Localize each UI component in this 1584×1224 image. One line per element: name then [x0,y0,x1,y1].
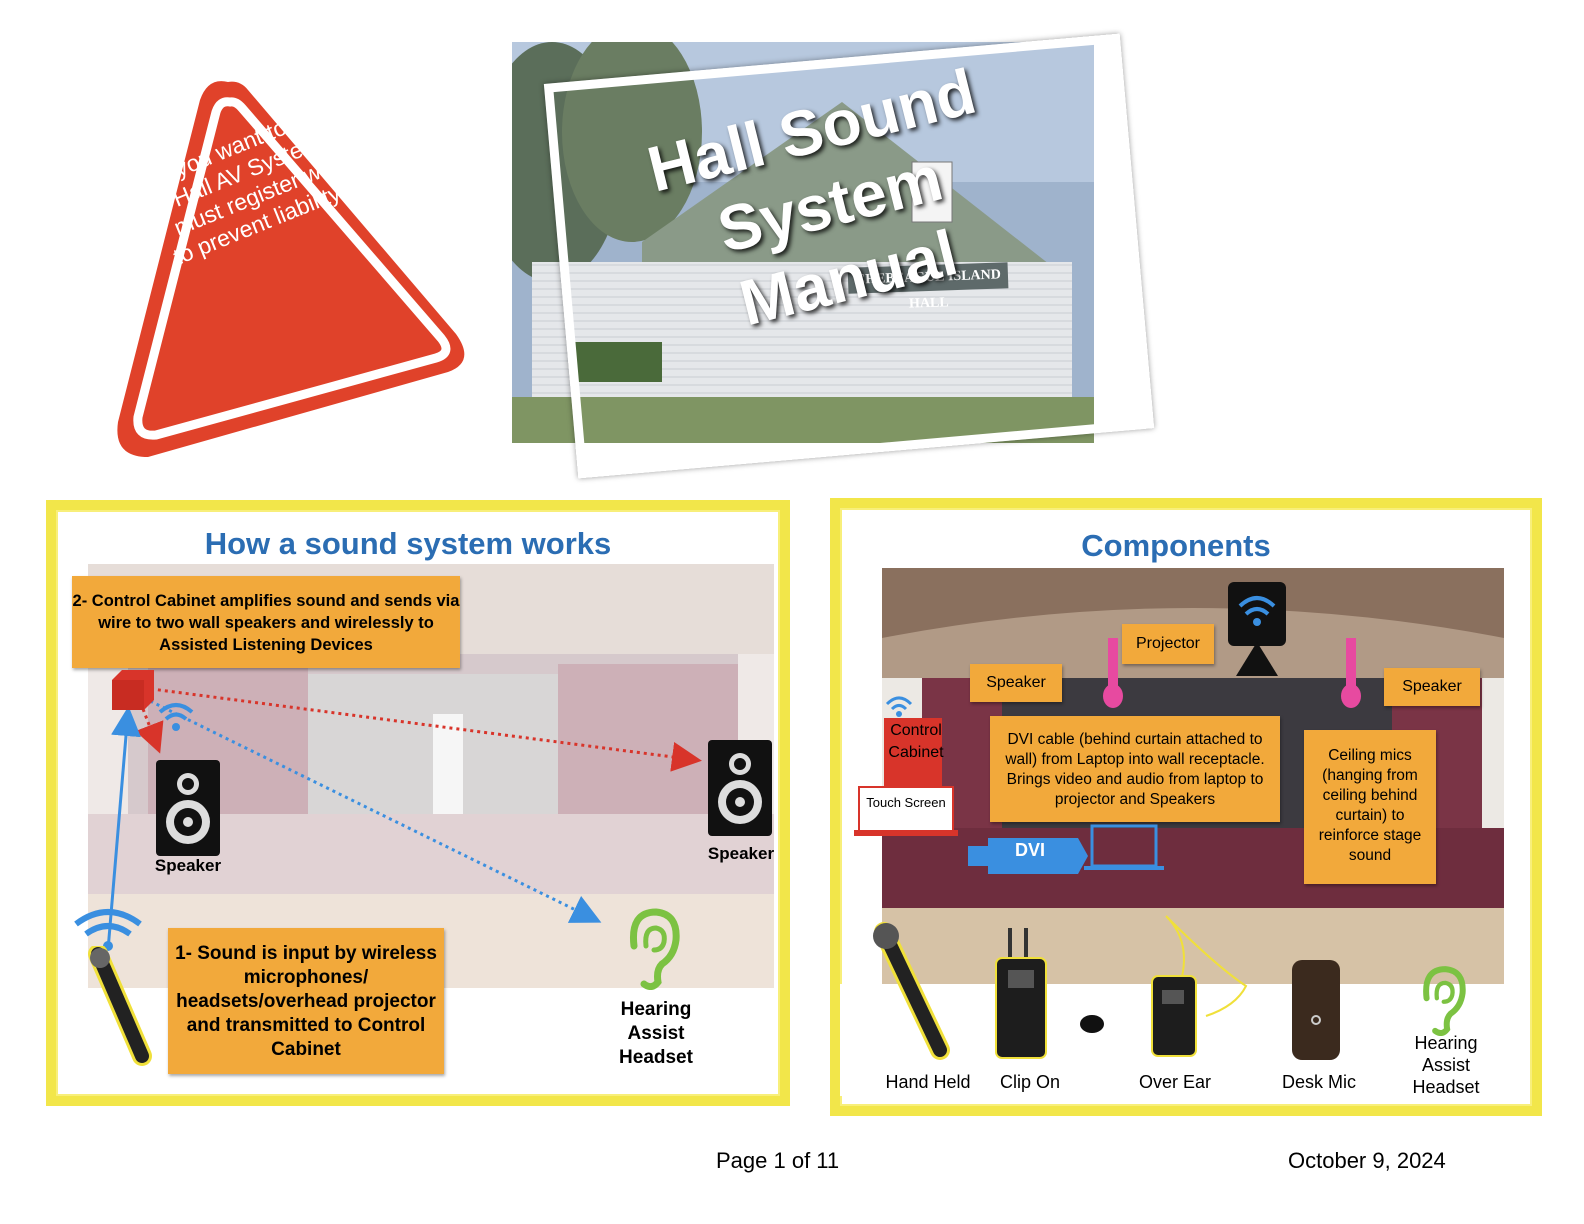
dvi-cable-note: DVI cable (behind curtain attached to wa… [990,716,1280,822]
mic-label-hand-held: Hand Held [885,1072,971,1092]
control-cabinet-icon [112,670,154,710]
warning-triangle-icon [117,81,465,457]
mic-label-clip-on: Clip On [999,1072,1061,1092]
projector-icon [1228,582,1286,676]
wifi-icon [885,696,913,717]
document-date: October 9, 2024 [1288,1148,1446,1173]
speaker-label-left: Speaker [970,664,1062,702]
dvi-connector-icon [968,838,1088,874]
control-cabinet-icon [884,718,942,786]
desk-mic-icon [1292,960,1340,1060]
ear-icon [1423,966,1466,1036]
dvi-label: DVI [1014,840,1045,860]
speaker-label-left: Speaker [154,856,222,875]
hall-photo [512,42,1094,443]
projector-label: Projector [1122,624,1214,664]
ceiling-mic-icon [1103,638,1123,708]
page-number: Page 1 of 11 [716,1148,840,1173]
mic-label-over-ear: Over Ear [1138,1072,1212,1092]
components-panel: Components Projector Speaker Speaker Con… [830,498,1542,1116]
speaker-icon [708,740,772,836]
ear-icon [629,908,680,990]
over-ear-mic-icon [1151,915,1248,1057]
speaker-label-right: Speaker [707,844,775,863]
clip-on-mic-icon [995,928,1104,1059]
step-2-note: 2- Control Cabinet amplifies sound and s… [72,576,460,668]
hearing-assist-label: Hearing Assist Headset [1412,1033,1480,1097]
handheld-mic-icon [873,922,950,1060]
mic-label-desk-mic: Desk Mic [1281,1072,1356,1092]
wifi-icon [158,703,194,731]
handheld-mic-icon [88,946,152,1066]
how-it-works-panel: How a sound system works 2- Control Cabi… [46,500,790,1106]
ceiling-mic-icon [1341,638,1361,708]
touch-screen-base [854,830,958,836]
laptop-icon [1084,824,1164,870]
touch-screen-label: Touch Screen [858,786,954,832]
panel-title: How a sound system works [204,526,612,561]
speaker-label-right: Speaker [1384,668,1480,706]
panel-title: Components [1081,528,1271,563]
wifi-icon [74,909,142,951]
speaker-icon [156,760,220,856]
step-1-note: 1- Sound is input by wireless microphone… [168,928,444,1074]
ceiling-mics-note: Ceiling mics (hanging from ceiling behin… [1304,730,1436,884]
control-cabinet-label: Control Cabinet [888,722,944,761]
hearing-assist-label: Hearing Assist Headset [619,999,693,1068]
